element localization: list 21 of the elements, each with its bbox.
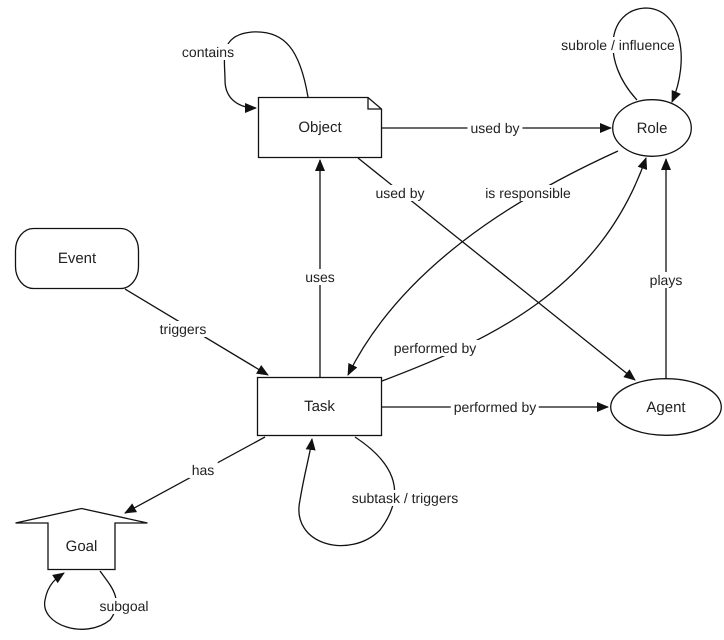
arrow — [298, 436, 396, 546]
up-arrow-shape — [15, 508, 148, 570]
node-label: Agent — [646, 398, 686, 416]
node-label: Event — [58, 250, 96, 267]
ellipse-node — [610, 378, 722, 436]
node-label: Role — [636, 120, 668, 136]
node-label: Object — [298, 119, 342, 136]
ellipse-node — [612, 99, 692, 157]
node-label: Task — [304, 398, 335, 415]
arrow — [224, 31, 309, 113]
arrow — [612, 7, 682, 103]
arrow — [315, 159, 325, 377]
arrow — [44, 570, 117, 630]
node-label: Goal — [66, 538, 98, 554]
rounded-box — [15, 228, 139, 289]
edge-label: performed by — [450, 399, 540, 415]
edge-label: used by — [467, 120, 523, 136]
edge-label: has — [188, 462, 218, 478]
process-box — [257, 377, 382, 436]
arrow — [661, 158, 671, 378]
document-shape — [258, 97, 382, 158]
